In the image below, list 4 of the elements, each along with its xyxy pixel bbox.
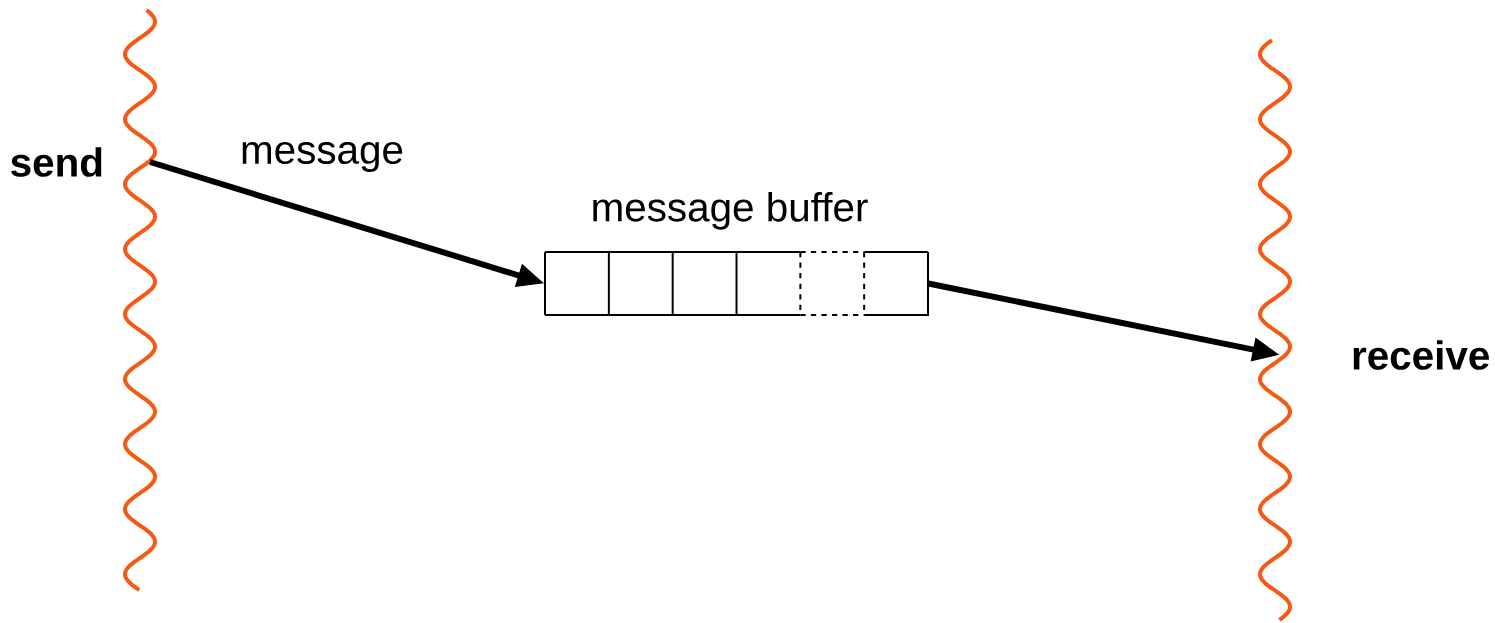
buffer-heading: message buffer (593, 191, 868, 230)
thread-label: receive (1353, 340, 1489, 370)
edge-label: message (238, 140, 406, 174)
thread-label: send (11, 147, 102, 177)
